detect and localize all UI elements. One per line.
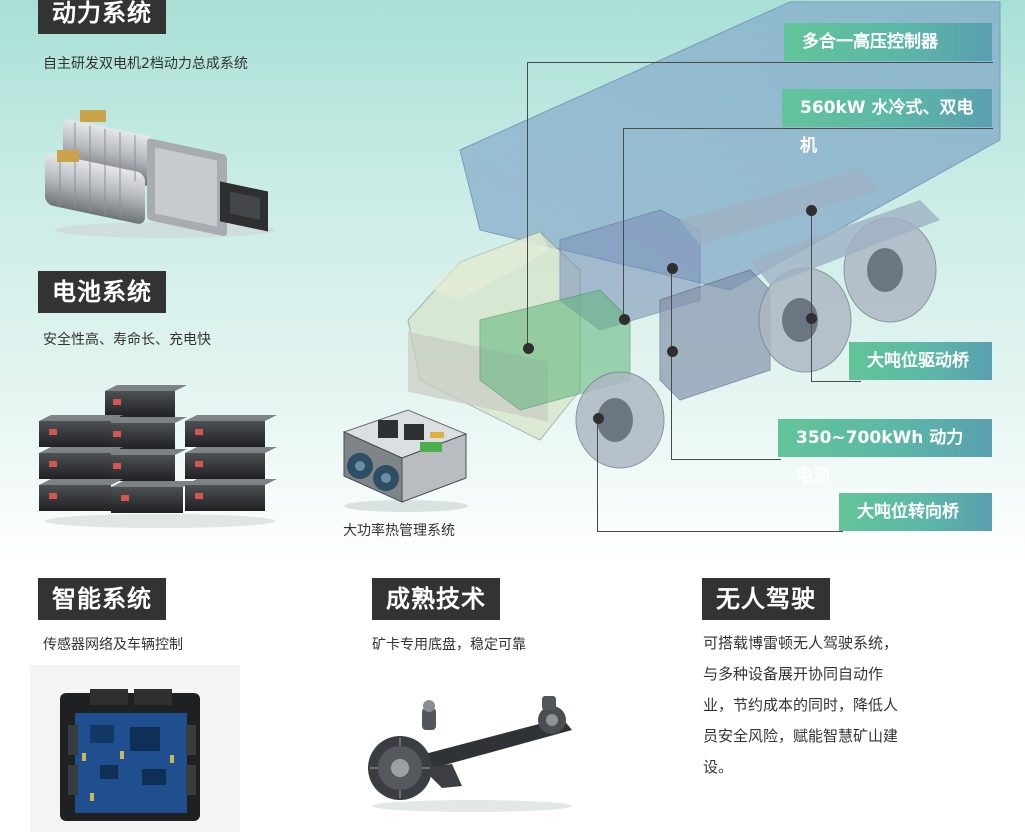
battery-system-title: 电池系统 (38, 271, 166, 313)
leader-line-hv-controller (527, 62, 993, 349)
marker-dot (667, 263, 678, 274)
marker-dot (619, 314, 630, 325)
autonomous-description: 可搭载博雷顿无人驾驶系统， 与多种设备展开协同自动作 业，节约成本的同时，降低人… (703, 628, 913, 783)
description-line: 可搭载博雷顿无人驾驶系统， (703, 634, 899, 652)
battery-packs-image (39, 385, 277, 528)
power-system-subtitle: 自主研发双电机2档动力总成系统 (43, 56, 248, 72)
leader-line-dual-motor (623, 128, 993, 319)
callout-drive-axle: 大吨位驱动桥 (849, 342, 992, 380)
mining-truck-image (407, 1, 1001, 469)
autonomous-title: 无人驾驶 (702, 578, 830, 620)
marker-dot (593, 413, 604, 424)
battery-system-subtitle: 安全性高、寿命长、充电快 (43, 332, 211, 348)
controller-board-image (30, 665, 240, 832)
marker-dot (806, 205, 817, 216)
description-line: 与多种设备展开协同自动作 (703, 665, 884, 683)
thermal-management-unit-image (342, 409, 468, 512)
mature-tech-title: 成熟技术 (372, 578, 500, 620)
callout-power-battery: 350~700kWh 动力电池 (778, 419, 992, 486)
callout-hv-controller: 多合一高压控制器 (784, 23, 992, 61)
marker-dot (667, 346, 678, 357)
mature-tech-subtitle: 矿卡专用底盘，稳定可靠 (372, 637, 526, 653)
power-system-title: 动力系统 (38, 0, 166, 34)
leader-line-drive-axle (811, 210, 861, 382)
marker-dot (523, 343, 534, 354)
dual-motor-powertrain-image (45, 110, 275, 238)
description-line: 员安全风险，赋能智慧矿山建 (703, 727, 899, 745)
marker-dot (806, 313, 817, 324)
description-line: 设。 (703, 758, 734, 776)
description-line: 业，节约成本的同时，降低人 (703, 696, 899, 714)
leader-line-power-battery (671, 268, 781, 460)
axle-image (368, 696, 572, 812)
leader-line-steering-axle (597, 417, 843, 532)
callout-steering-axle: 大吨位转向桥 (839, 493, 992, 531)
callout-dual-motor: 560kW 水冷式、双电机 (782, 89, 992, 156)
thermal-caption: 大功率热管理系统 (343, 523, 455, 539)
smart-system-title: 智能系统 (38, 578, 166, 620)
smart-system-subtitle: 传感器网络及车辆控制 (43, 637, 183, 653)
